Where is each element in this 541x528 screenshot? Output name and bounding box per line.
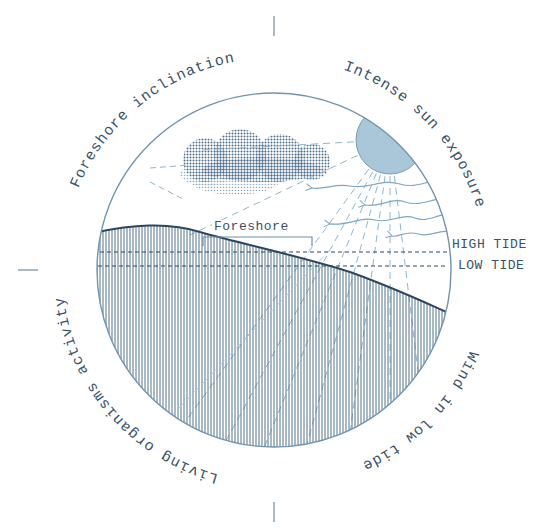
factor-label: Foreshore inclination: [67, 50, 236, 191]
factor-label: Wind in low tide: [359, 349, 481, 474]
factor-label: Intense sun exposure: [341, 58, 488, 210]
tide-label: HIGH TIDE: [452, 238, 527, 251]
foreshore-ground: [90, 225, 460, 460]
foreshore-label: Foreshore: [212, 220, 291, 233]
frame-circle: [97, 93, 451, 447]
tide-lines: [98, 252, 448, 266]
wind-lines: [312, 180, 455, 236]
factor-label: Living organisms activity: [52, 295, 220, 486]
foreshore-bracket: [203, 237, 312, 246]
cloud: [180, 129, 330, 195]
tide-label: LOW TIDE: [458, 259, 524, 272]
